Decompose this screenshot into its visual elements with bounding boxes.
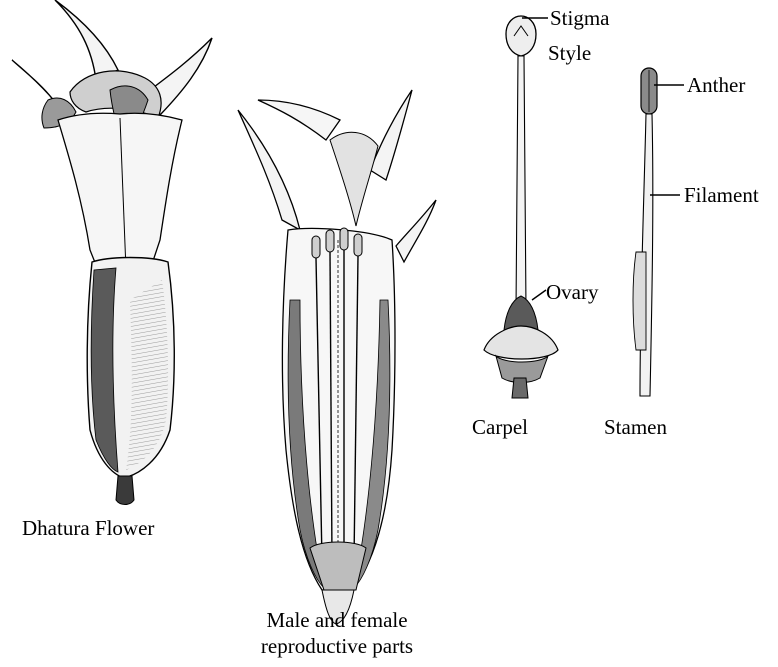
stamen-corolla-fragment — [633, 252, 646, 350]
section-petal-right — [370, 90, 412, 180]
style-label: Style — [548, 41, 591, 65]
filament-label: Filament — [684, 183, 759, 207]
section-anther-2 — [326, 230, 334, 252]
ovary-label: Ovary — [546, 280, 598, 304]
section-petal-left — [238, 110, 300, 230]
reproductive-parts-caption-line2: reproductive parts — [214, 634, 460, 658]
section-anther-4 — [354, 234, 362, 256]
dhatura-stalk — [116, 476, 134, 505]
ovary-leader-line — [532, 290, 546, 300]
section-throat-fold — [330, 132, 378, 226]
dhatura-corolla-tube — [58, 113, 182, 270]
section-anther-3 — [340, 228, 348, 250]
stamen-illustration — [633, 68, 684, 396]
carpel-stigma — [506, 16, 536, 56]
carpel-caption: Carpel — [472, 415, 528, 439]
stigma-label: Stigma — [550, 6, 610, 30]
carpel-stalk — [512, 378, 528, 398]
anther-label: Anther — [687, 73, 745, 97]
dhatura-flower-illustration — [12, 0, 212, 505]
section-petal-right-2 — [396, 200, 436, 262]
carpel-disc — [484, 326, 558, 359]
carpel-style — [516, 56, 526, 310]
dhatura-flower-caption: Dhatura Flower — [22, 516, 154, 540]
dhatura-petal-top — [55, 0, 118, 80]
reproductive-parts-caption-line1: Male and female — [214, 608, 460, 632]
reproductive-parts-illustration — [238, 90, 436, 624]
carpel-illustration — [484, 16, 558, 398]
stamen-caption: Stamen — [604, 415, 667, 439]
section-petal-top — [258, 100, 340, 140]
section-anther-1 — [312, 236, 320, 258]
